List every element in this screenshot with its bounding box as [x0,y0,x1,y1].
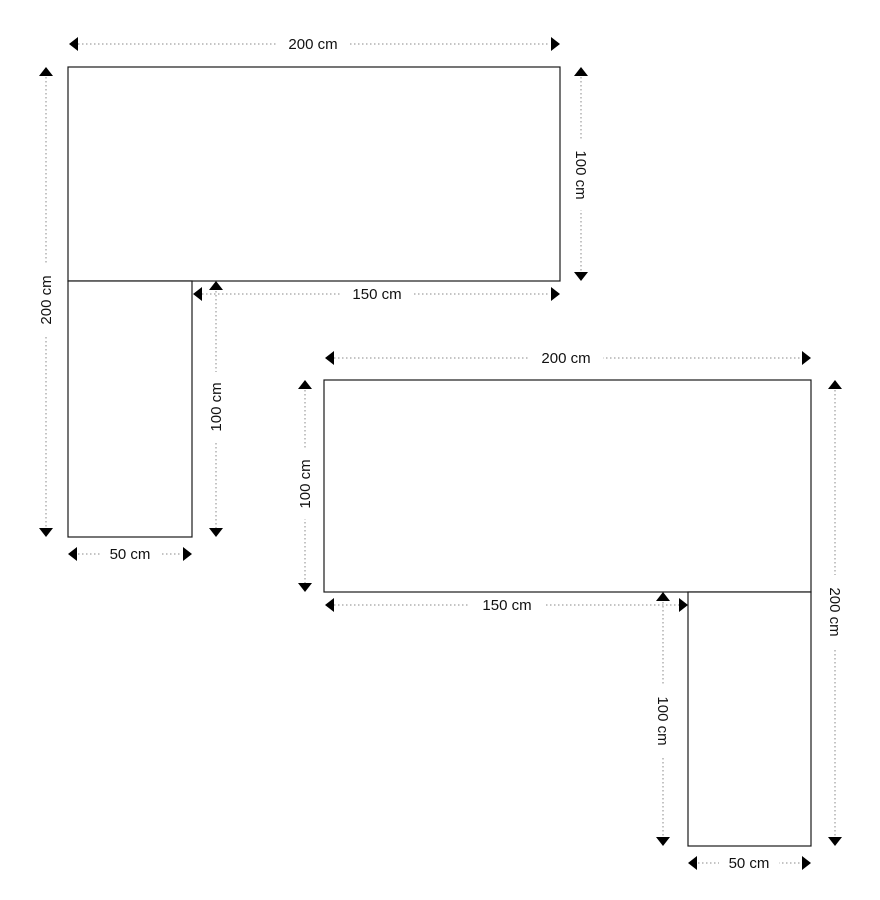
arrow-left-icon [688,856,697,870]
arrow-up-icon [574,67,588,76]
desk-return-panel [67,280,193,538]
dim-top-width: 200 cm [325,348,811,368]
dim-label-overall-height: 200 cm [38,275,55,324]
arrow-right-icon [802,856,811,870]
arrow-up-icon [828,380,842,389]
dim-inner-width: 150 cm [193,284,560,304]
dim-return-width: 50 cm [68,544,192,564]
dim-top-depth: 100 cm [294,380,316,592]
arrow-right-icon [183,547,192,561]
dim-label-inner-width: 150 cm [482,597,531,614]
desk-main-top [323,379,812,593]
arrow-left-icon [325,598,334,612]
arrow-up-icon [298,380,312,389]
arrow-down-icon [656,837,670,846]
dim-label-top-depth: 100 cm [572,150,589,199]
arrow-left-icon [68,547,77,561]
arrow-right-icon [802,351,811,365]
dim-overall-height: 200 cm [35,67,57,537]
dim-label-return-length: 100 cm [208,382,225,431]
dim-return-width: 50 cm [688,853,811,873]
dim-return-length: 100 cm [205,281,227,537]
arrow-down-icon [298,583,312,592]
desk-main-top [67,66,561,282]
arrow-left-icon [325,351,334,365]
arrow-right-icon [679,598,688,612]
arrow-left-icon [69,37,78,51]
arrow-right-icon [551,37,560,51]
dim-label-inner-width: 150 cm [352,286,401,303]
arrow-up-icon [656,592,670,601]
arrow-left-icon [193,287,202,301]
dim-label-top-width: 200 cm [288,36,337,53]
diagram-right-return-desk: 200 cm 100 cm 200 cm 150 cm [294,348,846,873]
dim-inner-width: 150 cm [325,595,688,615]
arrow-down-icon [828,837,842,846]
arrow-down-icon [39,528,53,537]
dim-overall-height: 200 cm [824,380,846,846]
dim-label-top-width: 200 cm [541,350,590,367]
arrow-up-icon [209,281,223,290]
dim-label-return-width: 50 cm [729,855,770,872]
arrow-up-icon [39,67,53,76]
dim-top-depth: 100 cm [570,67,592,281]
dim-return-length: 100 cm [652,592,674,846]
arrow-down-icon [209,528,223,537]
dim-label-overall-height: 200 cm [826,587,843,636]
diagram-left-return-desk: 200 cm 100 cm 200 cm 150 cm [35,34,592,564]
arrow-right-icon [551,287,560,301]
arrow-down-icon [574,272,588,281]
dim-top-width: 200 cm [69,34,560,54]
dim-label-return-length: 100 cm [654,696,671,745]
dim-label-return-width: 50 cm [110,546,151,563]
dim-label-top-depth: 100 cm [297,459,314,508]
desk-return-panel [687,591,812,847]
